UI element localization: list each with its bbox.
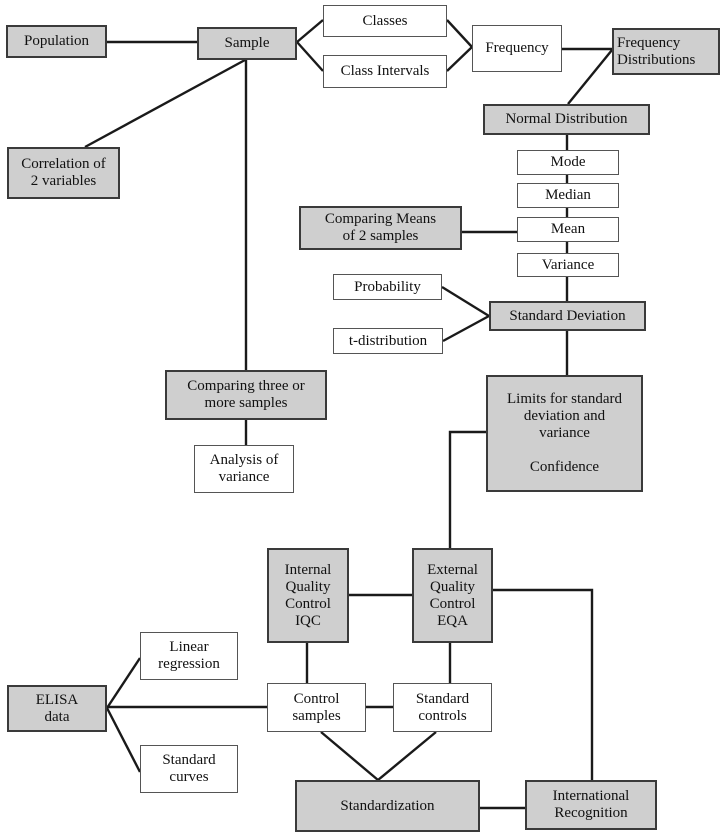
edge-elisa-standard-curves	[105, 707, 142, 773]
mode-node: Mode	[517, 150, 619, 175]
population-node: Population	[6, 25, 107, 58]
international-recognition-node: International Recognition	[525, 780, 657, 830]
edge-standard-controls-standardization	[377, 731, 437, 781]
standardization-node: Standardization	[295, 780, 480, 832]
variance-node: Variance	[517, 253, 619, 277]
median-node: Median	[517, 183, 619, 208]
control-samples-node: Control samples	[267, 683, 366, 732]
classes-node: Classes	[323, 5, 447, 37]
edge-external-qc-international-recognition	[493, 588, 594, 780]
normal-distribution-node: Normal Distribution	[483, 104, 650, 135]
edge-class-intervals-frequency	[446, 46, 473, 72]
frequency-node: Frequency	[472, 25, 562, 72]
external-qc-node: External Quality Control EQA	[412, 548, 493, 643]
probability-node: Probability	[333, 274, 442, 300]
edge-limits-external-qc	[448, 430, 486, 548]
standard-deviation-node: Standard Deviation	[489, 301, 646, 331]
edge-classes-frequency	[446, 19, 473, 48]
standard-controls-node: Standard controls	[393, 683, 492, 732]
edge-t-distribution-standard-deviation	[442, 314, 490, 343]
elisa-data-node: ELISA data	[7, 685, 107, 732]
standard-curves-node: Standard curves	[140, 745, 238, 793]
analysis-of-variance-node: Analysis of variance	[194, 445, 294, 493]
frequency-distributions-node: Frequency Distributions	[612, 28, 720, 75]
limits-confidence-node: Limits for standard deviation and varian…	[486, 375, 643, 492]
edge-frequency-distributions-normal-distribution	[567, 49, 613, 105]
comparing-three-node: Comparing three or more samples	[165, 370, 327, 420]
edge-elisa-linear-regression	[105, 657, 142, 709]
t-distribution-node: t-distribution	[333, 328, 443, 354]
internal-qc-node: Internal Quality Control IQC	[267, 548, 349, 643]
comparing-means-node: Comparing Means of 2 samples	[299, 206, 462, 250]
edge-sample-classes	[296, 19, 324, 43]
edge-control-samples-standardization	[320, 731, 379, 781]
class-intervals-node: Class Intervals	[323, 55, 447, 88]
edge-sample-class-intervals	[296, 41, 324, 72]
sample-node: Sample	[197, 27, 297, 60]
mean-node: Mean	[517, 217, 619, 242]
edge-sample-correlation	[84, 58, 246, 149]
edge-probability-standard-deviation	[441, 285, 490, 318]
correlation-node: Correlation of 2 variables	[7, 147, 120, 199]
linear-regression-node: Linear regression	[140, 632, 238, 680]
